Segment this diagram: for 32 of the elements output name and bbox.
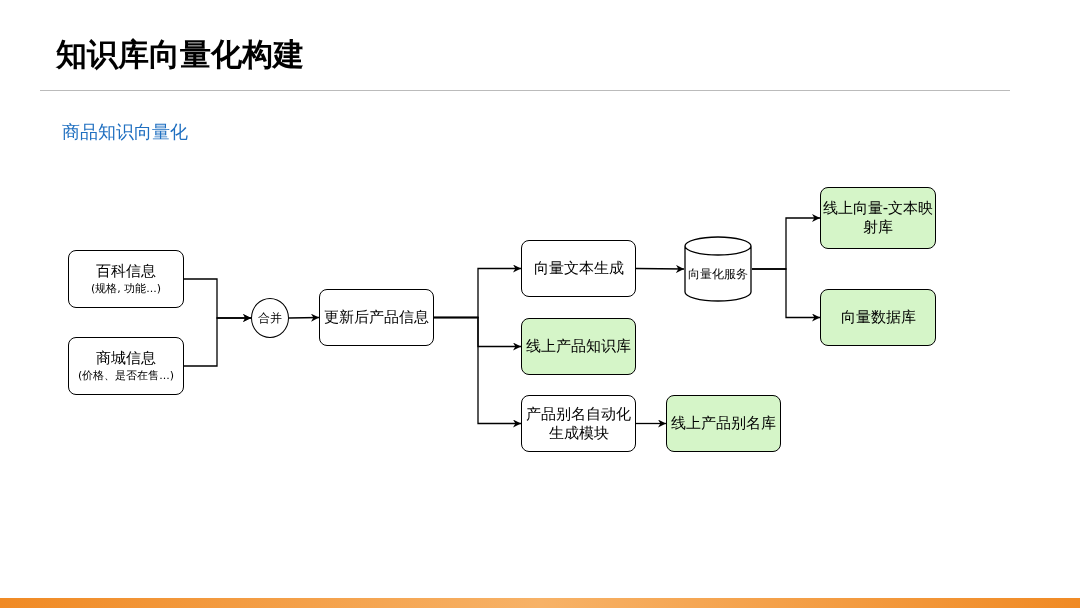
node-subtitle: (价格、是否在售...) [77, 368, 175, 383]
node-label: 合并 [258, 310, 282, 326]
service-cylinder [684, 236, 752, 302]
node-label: 商城信息 [96, 349, 156, 368]
slide-title: 知识库向量化构建 [56, 35, 304, 74]
node-label: 更新后产品信息 [324, 308, 429, 327]
database-box [820, 289, 936, 346]
process-box [521, 240, 636, 297]
arrow [751, 268, 821, 322]
database-box [521, 318, 636, 375]
arrow [635, 419, 667, 428]
arrow [183, 314, 252, 367]
database-box [666, 395, 781, 452]
process-box [319, 289, 434, 346]
node-label: 向量数据库 [840, 308, 916, 327]
node-label: 线上产品别名库 [671, 414, 776, 433]
section-heading: 商品知识向量化 [62, 120, 188, 144]
node-label: 线上产品知识库 [526, 337, 631, 356]
node-label: 向量化服务 [688, 266, 748, 282]
node-label: 线上向量-文本映射库 [821, 199, 935, 237]
process-box [521, 395, 636, 452]
arrow [433, 316, 522, 428]
process-box [68, 250, 184, 308]
node-label: 产品别名自动化生成模块 [525, 404, 632, 443]
node-label: 向量文本生成 [533, 259, 624, 278]
node-label: 百科信息 [96, 262, 156, 281]
process-box [68, 337, 184, 395]
database-box [820, 187, 936, 249]
node-subtitle: (规格, 功能...) [90, 281, 162, 296]
arrow [288, 313, 320, 322]
merge-circle [251, 298, 289, 338]
arrow [635, 264, 685, 273]
